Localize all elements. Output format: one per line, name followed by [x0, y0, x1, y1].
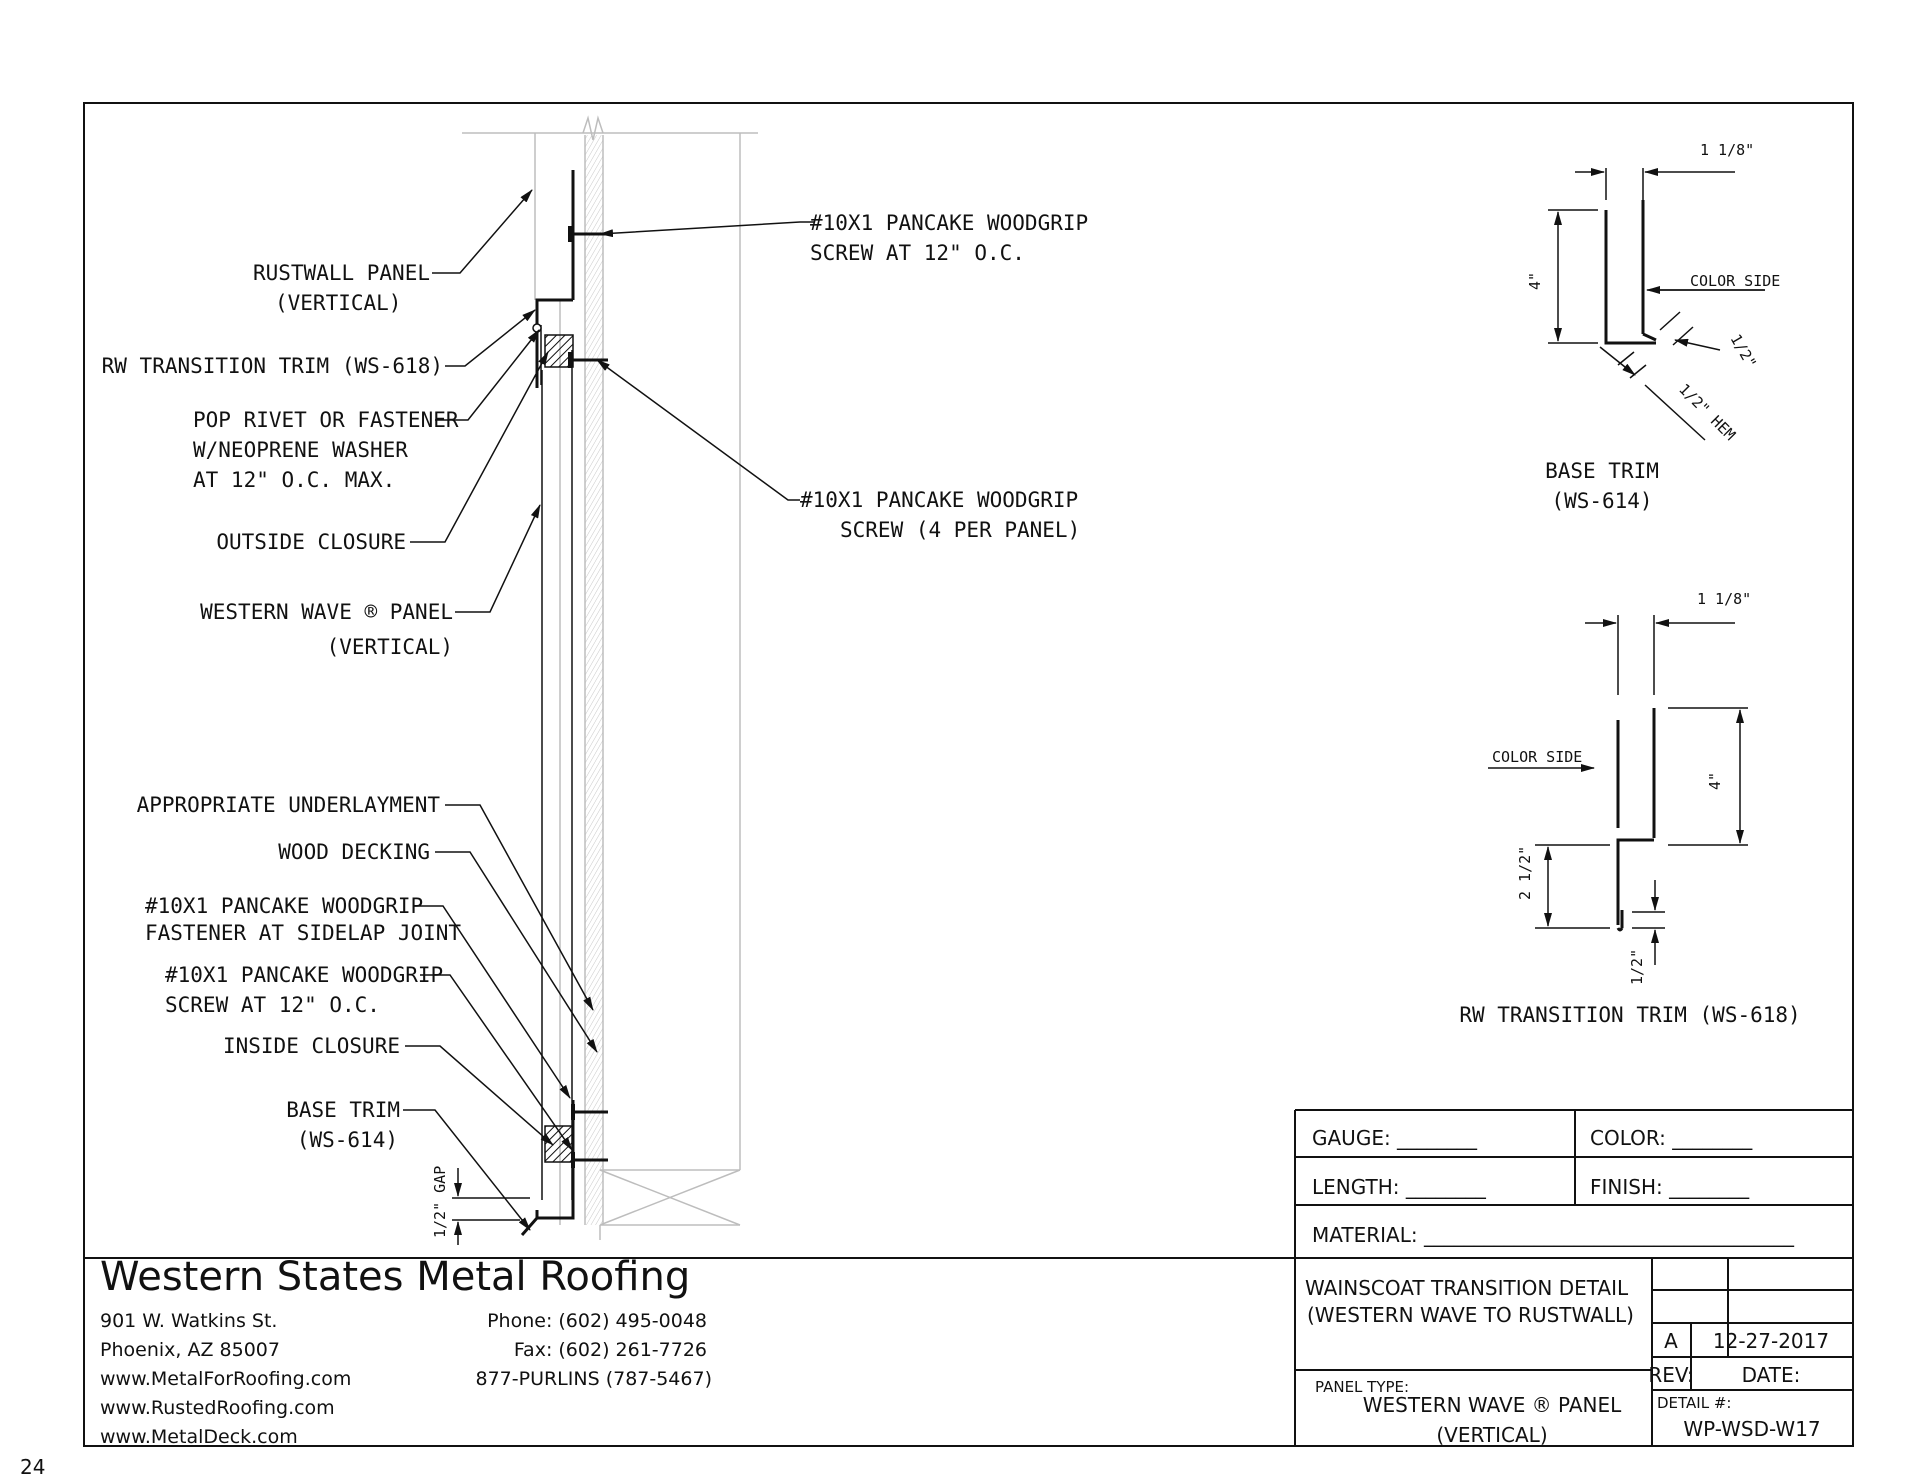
callout-western-wave-vertical: (VERTICAL): [327, 635, 453, 659]
company-fax: Fax: (602) 261-7726: [514, 1339, 707, 1361]
detail-title: WAINSCOAT TRANSITION DETAIL: [1305, 1276, 1629, 1300]
callout-base-trim: BASE TRIM: [286, 1098, 400, 1122]
rw-transition-title: RW TRANSITION TRIM (WS-618): [1459, 1003, 1800, 1027]
base-dim-hem: 1/2" HEM: [1675, 380, 1739, 444]
company-purlins-phone: 877-PURLINS (787-5467): [476, 1368, 713, 1390]
wood-decking: [585, 135, 603, 1225]
title-block-bottom: WAINSCOAT TRANSITION DETAIL (WESTERN WAV…: [84, 1254, 1853, 1448]
detail-number-label: DETAIL #:: [1657, 1394, 1731, 1412]
callout-underlayment: APPROPRIATE UNDERLAYMENT: [137, 793, 441, 817]
company-address-street: 901 W. Watkins St.: [100, 1310, 277, 1332]
rw-dim-half: 1/2": [1628, 949, 1646, 985]
callout-pop-rivet-line2: W/NEOPRENE WASHER: [193, 438, 408, 462]
leader-lines: [403, 189, 815, 1231]
rw-dim-lower: 2 1/2": [1516, 846, 1534, 900]
page-number: 24: [20, 1455, 45, 1479]
callout-top-screw: #10X1 PANCAKE WOODGRIP: [810, 211, 1088, 235]
sheet-border: [83, 102, 1854, 1447]
base-trim-title: BASE TRIM: [1545, 459, 1659, 483]
company-name: Western States Metal Roofing: [100, 1254, 690, 1300]
callout-screw-12oc: #10X1 PANCAKE WOODGRIP: [165, 963, 443, 987]
base-dim-half: 1/2": [1727, 331, 1761, 371]
finish-field: FINISH: ________: [1590, 1175, 1750, 1199]
callout-gap: 1/2" GAP: [431, 1166, 449, 1238]
callout-rustwall-vertical: (VERTICAL): [275, 291, 401, 315]
callout-pop-rivet: POP RIVET OR FASTENER: [193, 408, 459, 432]
base-dim-top: 1 1/8": [1700, 141, 1754, 159]
rw-transition-detail: 1 1/8" COLOR SIDE 4" 2 1/2" 1/2" RW TRAN…: [1459, 590, 1800, 1027]
company-address-city: Phoenix, AZ 85007: [100, 1339, 280, 1361]
callout-sidelap-fastener: #10X1 PANCAKE WOODGRIP: [145, 894, 423, 918]
date-value: 12-27-2017: [1713, 1329, 1829, 1353]
callout-western-wave-panel: WESTERN WAVE ® PANEL: [200, 600, 453, 624]
company-website-3: www.MetalDeck.com: [100, 1426, 298, 1448]
title-block-spec: GAUGE: ________ COLOR: ________ LENGTH: …: [1294, 1109, 1853, 1446]
material-field: MATERIAL: ______________________________…: [1312, 1223, 1795, 1247]
rev-value: A: [1664, 1329, 1678, 1353]
panel-type-label: PANEL TYPE:: [1315, 1378, 1409, 1396]
callout-mid-screw: #10X1 PANCAKE WOODGRIP: [800, 488, 1078, 512]
screw-icon: [571, 1104, 608, 1120]
center-callouts: #10X1 PANCAKE WOODGRIP SCREW AT 12" O.C.…: [800, 211, 1088, 542]
length-field: LENGTH: ________: [1312, 1175, 1487, 1199]
callout-mid-screw-line2: SCREW (4 PER PANEL): [840, 518, 1080, 542]
rw-dim-top: 1 1/8": [1697, 590, 1751, 608]
callout-pop-rivet-line3: AT 12" O.C. MAX.: [193, 468, 395, 492]
callout-rw-transition-trim: RW TRANSITION TRIM (WS-618): [102, 354, 443, 378]
callout-wood-decking: WOOD DECKING: [278, 840, 430, 864]
callout-sidelap-fastener-line2: FASTENER AT SIDELAP JOINT: [145, 921, 461, 945]
panel-type-orientation: (VERTICAL): [1436, 1423, 1547, 1447]
base-trim-code: (WS-614): [1551, 489, 1652, 513]
callout-screw-12oc-line2: SCREW AT 12" O.C.: [165, 993, 380, 1017]
detail-number: WP-WSD-W17: [1683, 1417, 1820, 1441]
color-field: COLOR: ________: [1590, 1126, 1753, 1150]
date-label: DATE:: [1742, 1363, 1801, 1387]
screw-icon: [571, 1152, 608, 1168]
left-callouts: RUSTWALL PANEL (VERTICAL) RW TRANSITION …: [102, 261, 462, 1238]
callout-top-screw-line2: SCREW AT 12" O.C.: [810, 241, 1025, 265]
rw-dim-height: 4": [1706, 772, 1724, 790]
base-color-side: COLOR SIDE: [1690, 272, 1780, 290]
base-trim-profile: [1604, 210, 1656, 345]
rev-label: REV:: [1648, 1363, 1693, 1387]
callout-base-trim-code: (WS-614): [297, 1128, 398, 1152]
base-dim-height: 4": [1526, 272, 1544, 290]
wall-section: [452, 115, 758, 1245]
callout-outside-closure: OUTSIDE CLOSURE: [216, 530, 406, 554]
callout-rustwall-panel: RUSTWALL PANEL: [253, 261, 430, 285]
detail-subtitle: (WESTERN WAVE TO RUSTWALL): [1307, 1303, 1634, 1327]
company-website-2: www.RustedRoofing.com: [100, 1397, 335, 1419]
transition-trim: [535, 298, 573, 388]
callout-inside-closure: INSIDE CLOSURE: [223, 1034, 400, 1058]
company-website-1: www.MetalForRoofing.com: [100, 1368, 351, 1390]
company-phone: Phone: (602) 495-0048: [487, 1310, 707, 1332]
base-trim-detail: 1 1/8" 4" COLOR SIDE 1/2" 1/2" HEM BASE …: [1526, 141, 1780, 513]
gauge-field: GAUGE: ________: [1312, 1126, 1478, 1150]
rw-color-side: COLOR SIDE: [1492, 748, 1582, 766]
panel-type-value: WESTERN WAVE ® PANEL: [1363, 1393, 1622, 1417]
